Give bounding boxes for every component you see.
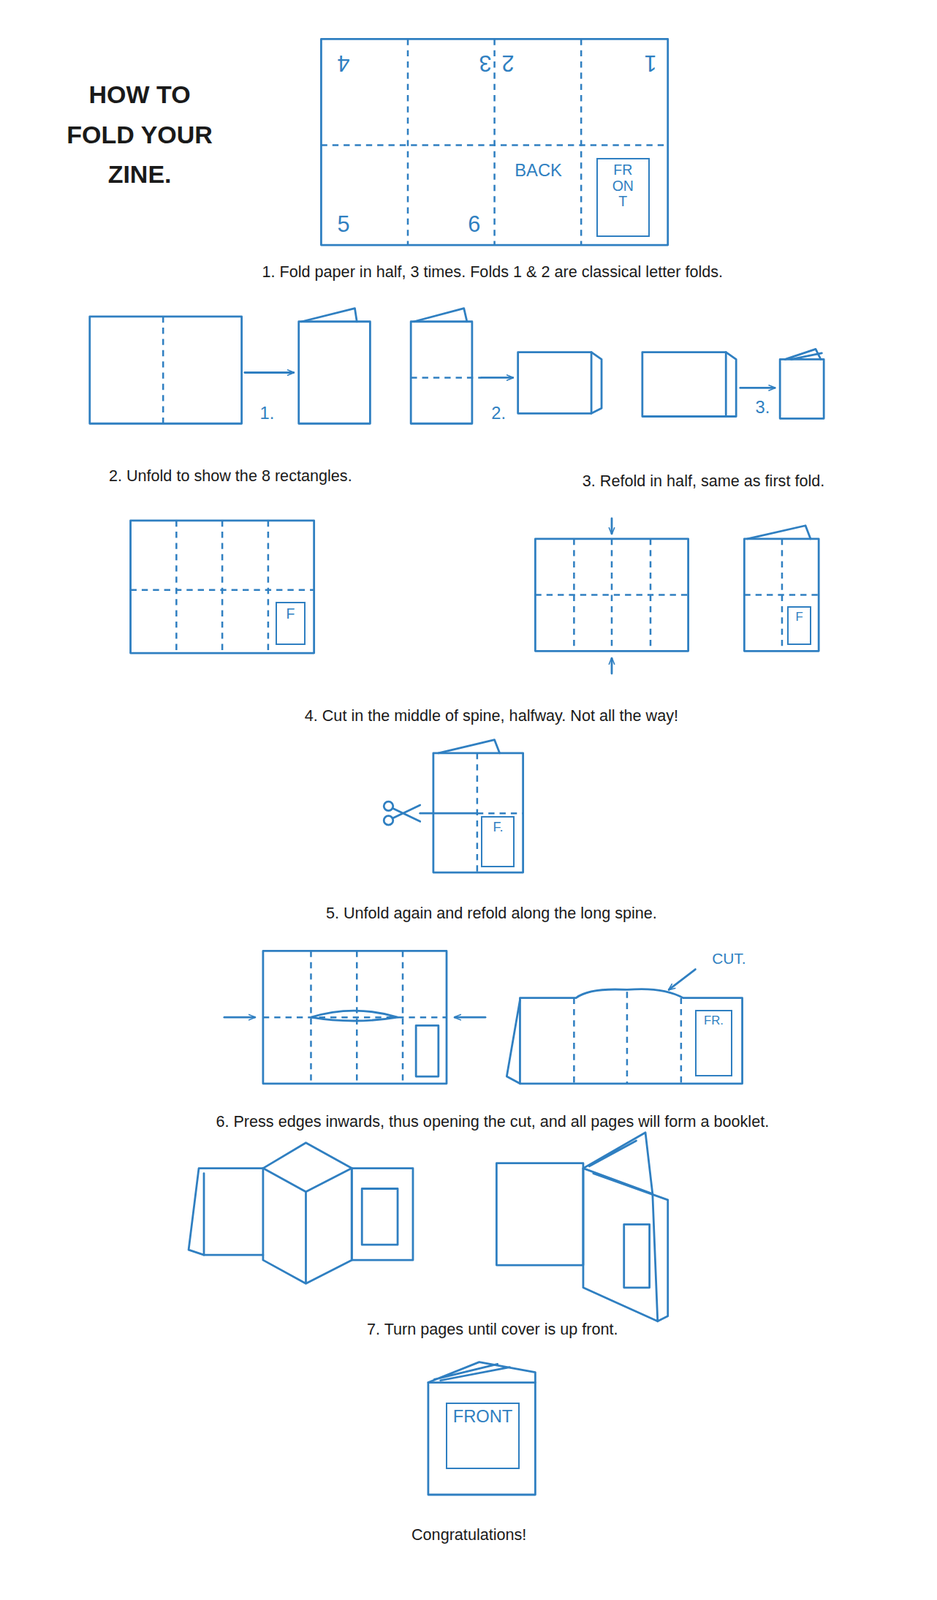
page-number: 4 [337,50,351,77]
step-text: 7. Turn pages until cover is up front. [366,1319,619,1338]
step-text: 1. Fold paper in half, 3 times. Folds 1 … [261,263,723,282]
cover-label: FRONT [611,162,635,210]
page-number: 6 [467,211,481,237]
step-text: 3. Refold in half, same as first fold. [582,472,826,491]
cover-label: F. [492,820,503,835]
cover-box: F. [480,815,515,867]
cover-label: FR. [703,1013,724,1027]
cover-box: FR. [695,1009,732,1076]
fold-number: 1. [260,404,275,424]
cover-box: F [275,601,307,645]
scissors-icon [383,801,421,825]
cover-label: FRONT [453,1406,514,1426]
step2-drawing [130,520,315,653]
step4-drawing [383,739,523,872]
cover-box: FRONT [596,157,650,237]
cover-box: F [787,605,812,645]
page-number: 1 [643,50,657,77]
cover-label: F [286,605,296,622]
page-number: 2 [501,50,514,77]
step6-drawings [188,1132,669,1321]
back-label: BACK [514,161,563,182]
fold-number: 2. [491,404,506,424]
step-text: 2. Unfold to show the 8 rectangles. [108,467,353,486]
step-text: 6. Press edges inwards, thus opening the… [215,1112,769,1131]
cover-box: FRONT [445,1401,521,1469]
cover-label: F [795,610,804,624]
page-number: 5 [337,211,351,237]
fold-number: 3. [755,397,771,418]
step5-drawings [224,950,743,1083]
cut-callout: CUT. [711,949,746,967]
page-title: HOW TO FOLD YOUR ZINE. [61,75,219,195]
step7-booklet [428,1361,536,1494]
sheet-layout [320,38,668,245]
step-text: 4. Cut in the middle of spine, halfway. … [304,706,679,726]
caption: Congratulations! [411,1525,527,1544]
page-number: 3 [478,50,492,77]
step3-drawings [535,518,819,674]
step1-drawings [89,308,824,424]
step-text: 5. Unfold again and refold along the lon… [325,903,658,922]
